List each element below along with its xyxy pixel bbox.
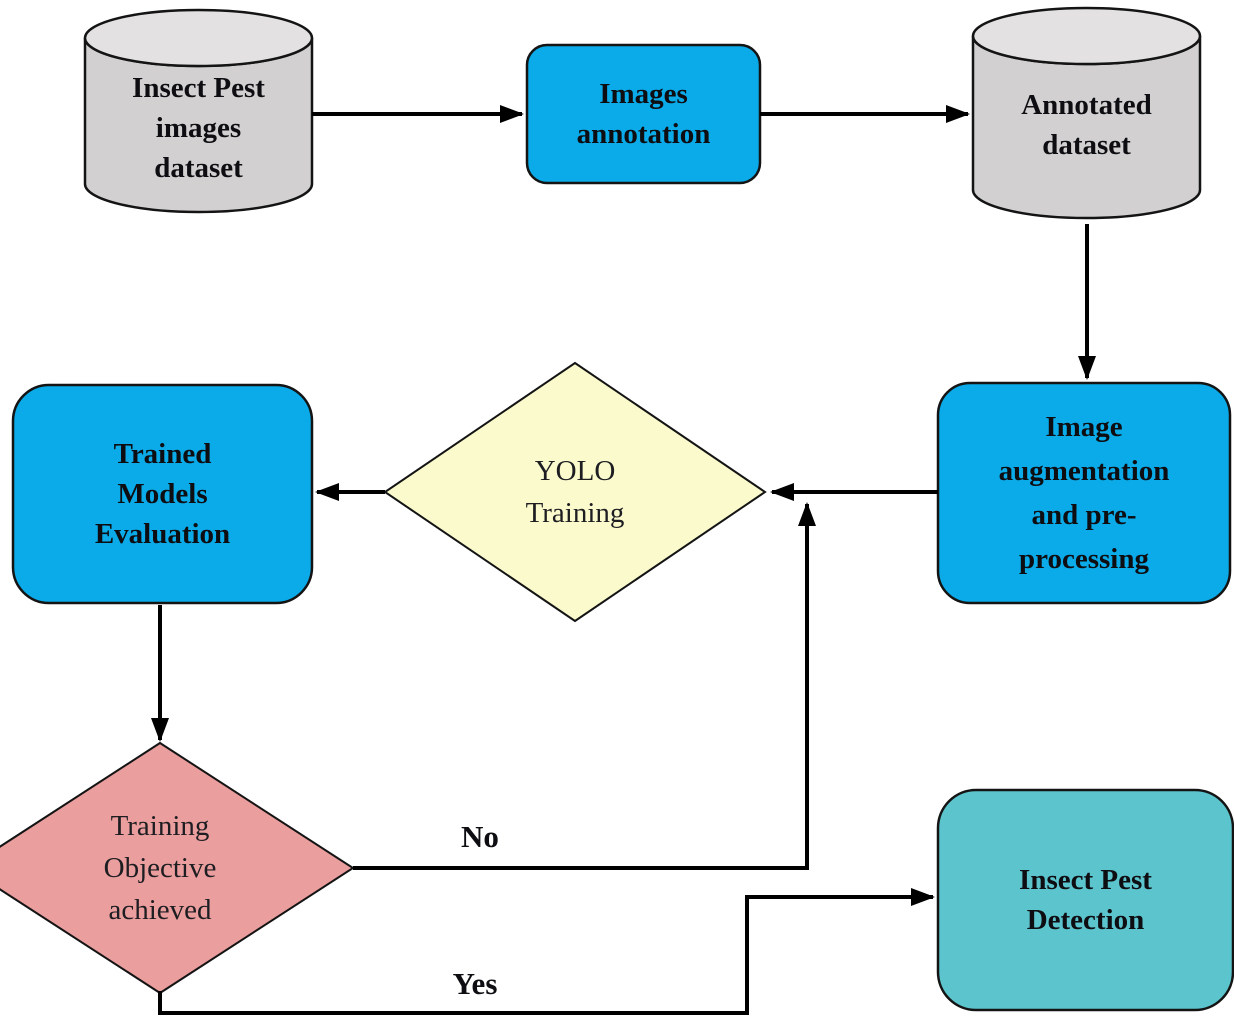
node-trained-models-evaluation [11,383,314,605]
cylinder-top [971,6,1202,66]
node-yolo-training [383,361,767,623]
node-insect-pest-images-dataset [83,8,314,214]
node-insect-pest-detection [936,788,1234,1012]
node-images-annotation [525,43,762,185]
node-training-objective [0,741,355,995]
edge-training-objective-no-to-yolo-training [353,502,816,870]
edge-training-objective-yes-to-insect-pest-detection [158,888,935,1015]
cylinder-top [83,8,314,68]
node-annotated-dataset [971,6,1202,220]
node-image-augmentation [936,381,1232,605]
